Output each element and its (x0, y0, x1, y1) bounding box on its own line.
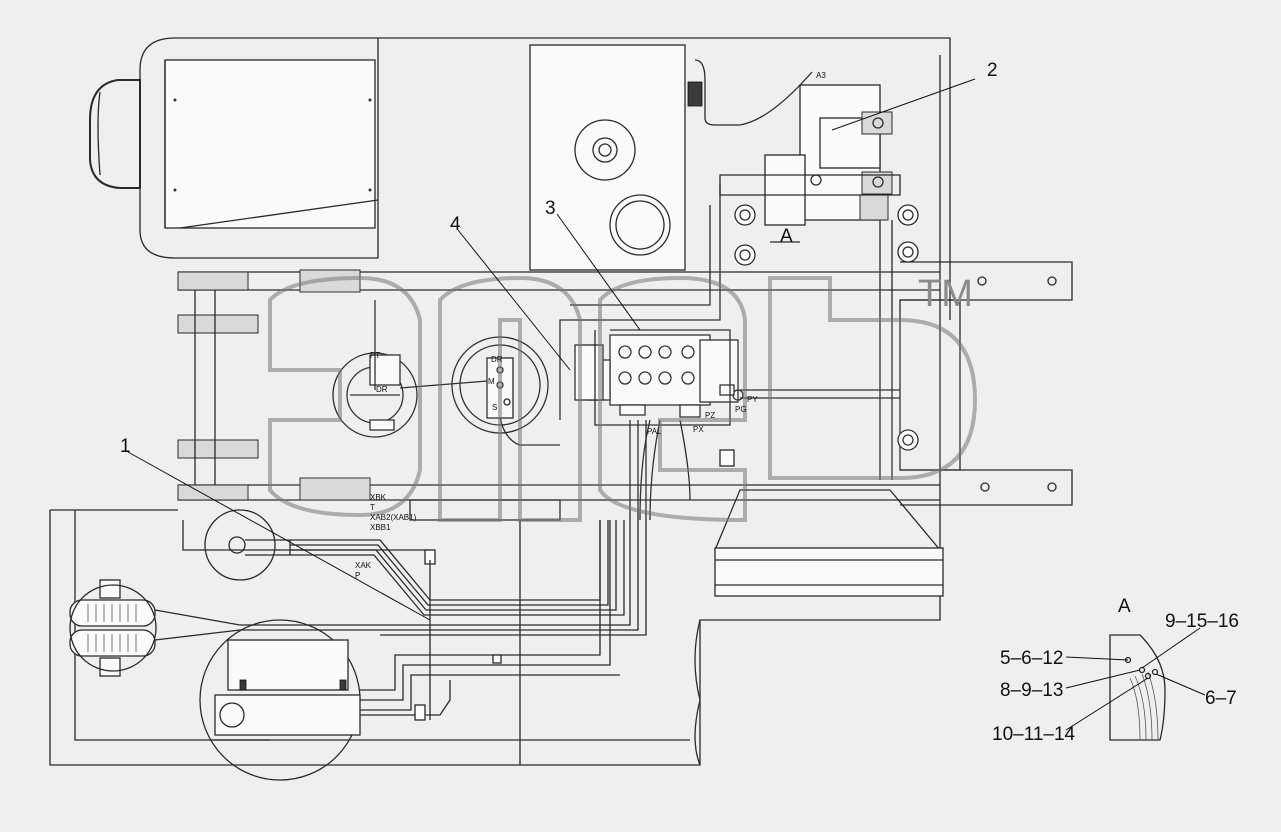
port-label-py: PY (747, 395, 758, 404)
callout-4: 4 (450, 214, 461, 235)
detail-a-title: A (1118, 596, 1131, 617)
detail-label-9-15-16: 9–15–16 (1165, 611, 1239, 632)
port-label-a3: A3 (816, 71, 826, 80)
port-label-dr-mid: DR (376, 385, 388, 394)
port-label-xab2: XAB2(XAB1) (370, 513, 417, 522)
port-label-pg: PG (735, 405, 747, 414)
detail-view-a (1065, 627, 1206, 741)
detail-label-6-7: 6–7 (1205, 688, 1237, 709)
transmission-housing (714, 489, 944, 597)
port-label-xbk: XBK (370, 493, 387, 502)
pedal-assembly (69, 579, 380, 677)
port-label-m: M (488, 377, 495, 386)
view-a-marker: A (780, 226, 793, 247)
port-label-p: P (355, 571, 360, 580)
pump-assembly (559, 84, 901, 420)
detail-label-5-6-12: 5–6–12 (1000, 648, 1063, 669)
watermark-tm: TM (918, 273, 973, 315)
port-label-pt: PT (370, 351, 380, 360)
callout-1: 1 (120, 436, 131, 457)
cab-floor (49, 509, 941, 766)
port-label-pal: PAL (647, 427, 662, 436)
port-label-t: T (370, 503, 375, 512)
control-valve-left (204, 509, 291, 581)
chassis-right (734, 55, 1073, 600)
callout-2: 2 (987, 60, 998, 81)
seat-detail (199, 619, 361, 781)
detail-label-8-9-13: 8–9–13 (1000, 680, 1063, 701)
watermark: TM (268, 273, 978, 523)
port-label-dr-top: DR (491, 355, 503, 364)
steering-orbitrol (332, 300, 501, 438)
hose-bundle (290, 420, 647, 721)
port-label-px: PX (693, 425, 704, 434)
hydraulic-tank (529, 44, 813, 271)
callout-3: 3 (545, 198, 556, 219)
callout-leaders (127, 78, 976, 621)
detail-label-10-11-14: 10–11–14 (992, 724, 1076, 745)
port-label-s: S (492, 403, 497, 412)
port-label-pz: PZ (705, 411, 715, 420)
cab-assembly (89, 37, 951, 320)
port-label-xbb1: XBB1 (370, 523, 391, 532)
port-label-xak: XAK (355, 561, 372, 570)
frame-rails (177, 269, 940, 521)
